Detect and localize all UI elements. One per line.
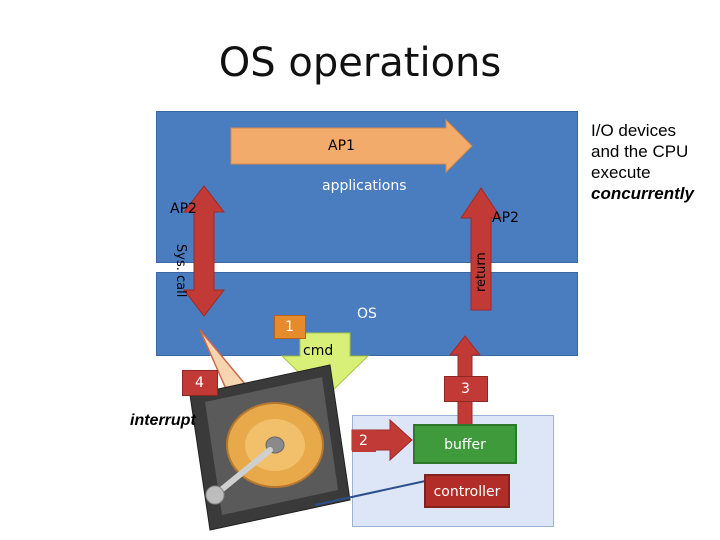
return-label: return [474, 252, 489, 292]
step-4-number: 4 [195, 375, 204, 391]
cmd-arrow [280, 332, 370, 399]
note-line-3: execute [591, 163, 651, 182]
step-4-box: 4 [182, 370, 218, 396]
sys-call-label: Sys. call [173, 244, 188, 298]
step-1-number: 1 [285, 319, 294, 335]
buffer-label: buffer [444, 437, 486, 453]
return-arrow [460, 187, 502, 311]
os-label: OS [357, 306, 377, 322]
ap2-left-label: AP2 [170, 201, 197, 217]
ap1-arrow [230, 118, 473, 174]
page-title: OS operations [218, 40, 502, 86]
step-1-box: 1 [274, 315, 306, 339]
sys-call-arrow [182, 185, 226, 317]
controller-box: controller [424, 474, 510, 508]
cmd-label: cmd [303, 343, 334, 359]
note-line-1: I/O devices [591, 121, 677, 140]
ap2-right-label: AP2 [492, 210, 519, 226]
controller-label: controller [433, 484, 501, 500]
hard-disk-icon [189, 364, 351, 531]
note-line-2: and the CPU [591, 142, 689, 161]
applications-label: applications [322, 178, 407, 194]
step-2-number: 2 [359, 433, 368, 449]
step-3-number: 3 [461, 381, 470, 397]
step-2-box: 2 [352, 430, 376, 452]
buffer-box: buffer [413, 424, 517, 464]
concurrency-note: I/O devices and the CPU execute concurre… [591, 120, 716, 204]
ap1-label: AP1 [328, 138, 355, 154]
interrupt-label: interrupt [130, 412, 196, 429]
step-3-box: 3 [444, 376, 488, 402]
controller-link-line [314, 479, 431, 506]
note-line-4: concurrently [591, 184, 694, 203]
